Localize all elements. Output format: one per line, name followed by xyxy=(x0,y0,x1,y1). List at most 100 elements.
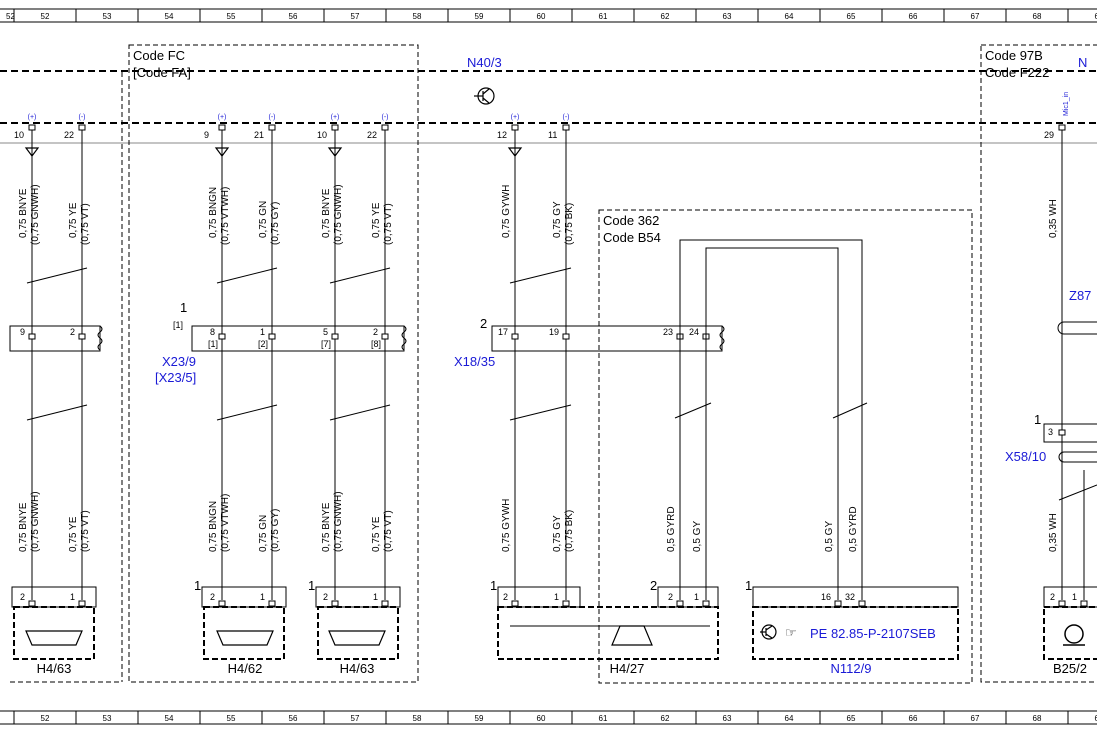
code-362-wiring xyxy=(679,239,863,600)
code-362-box xyxy=(598,209,973,684)
wire-label-lower: 0,5 GY xyxy=(692,521,703,552)
n112-reference-link[interactable]: PE 82.85-P-2107SEB xyxy=(810,626,936,641)
pin-number: 9 xyxy=(204,130,209,140)
pin-terminal xyxy=(676,600,684,607)
ruler-label-top: 63 xyxy=(723,12,732,21)
ruler-label-top: 65 xyxy=(847,12,856,21)
twist-line xyxy=(216,404,278,421)
n40-3-label[interactable]: N40/3 xyxy=(467,55,502,70)
pin-number: 2 xyxy=(373,327,378,337)
ruler-label-bottom: 65 xyxy=(847,714,856,723)
pin-number: 19 xyxy=(549,327,559,337)
twist-line xyxy=(509,267,572,284)
speaker-icon xyxy=(25,630,83,646)
n-partial-label[interactable]: N xyxy=(1078,55,1087,70)
ruler-label-bottom: 59 xyxy=(475,714,484,723)
wire-label-lower: 0,75 BNGN xyxy=(208,501,219,552)
x23-9-label[interactable]: X23/9 xyxy=(162,354,196,369)
ruler-bottom xyxy=(0,710,1097,725)
pin-number: 2 xyxy=(323,592,328,602)
wire-label-upper: 0,75 BNYE xyxy=(321,188,332,238)
twist-line xyxy=(216,267,278,284)
pin-number: 29 xyxy=(1044,130,1054,140)
pin-terminal xyxy=(381,124,389,131)
wire-label-upper-alt: (0,75 VT) xyxy=(383,203,394,245)
ruler-label-bottom: 69 xyxy=(1095,714,1097,723)
ruler-label-top: 52 xyxy=(6,12,15,21)
ruler-label-top: 64 xyxy=(785,12,794,21)
component-label: B25/2 xyxy=(1053,661,1087,676)
pin-number: 1 xyxy=(260,327,265,337)
wire-label-lower: 0,75 GYWH xyxy=(501,499,512,552)
pin-number-alt: [7] xyxy=(321,339,331,349)
x58-10-label[interactable]: X58/10 xyxy=(1005,449,1046,464)
component-label: H4/63 xyxy=(340,661,375,676)
pin-terminal xyxy=(218,124,226,131)
component-num: 2 xyxy=(650,578,657,593)
ruler-label-bottom: 52 xyxy=(41,714,50,723)
ruler-label-bottom: 53 xyxy=(103,714,112,723)
wire-label-upper-alt: (0,75 VTWH) xyxy=(220,187,231,245)
twist-line xyxy=(26,267,88,284)
pin-terminal xyxy=(562,333,570,340)
wire-label-lower: 0,75 YE xyxy=(371,516,382,552)
component-label: H4/62 xyxy=(228,661,263,676)
pin-sign: (-) xyxy=(269,114,276,121)
wire-label-upper: 0,75 GN xyxy=(258,201,269,238)
pin-number-alt: [8] xyxy=(371,339,381,349)
component-label: H4/63 xyxy=(37,661,72,676)
ruler-label-bottom: 57 xyxy=(351,714,360,723)
pin-terminal xyxy=(78,600,86,607)
pin-terminal xyxy=(331,600,339,607)
code-fc-box xyxy=(128,44,419,683)
ruler-top xyxy=(0,8,1097,23)
pin-number: 1 xyxy=(70,592,75,602)
connector-x23-9 xyxy=(191,325,405,352)
code-97b-label: Code 97B xyxy=(985,48,1043,63)
pin-number: 8 xyxy=(210,327,215,337)
ruler-label-top: 57 xyxy=(351,12,360,21)
ruler-label-bottom: 64 xyxy=(785,714,794,723)
wire-label-upper: 0,75 BNYE xyxy=(18,188,29,238)
speaker-box xyxy=(497,606,719,660)
pin-terminal xyxy=(268,124,276,131)
x23-5-label[interactable]: [X23/5] xyxy=(155,370,196,385)
pin-sign: (+) xyxy=(28,114,37,121)
ruler-label-top: 60 xyxy=(537,12,546,21)
ruler-label-top: 69 xyxy=(1095,12,1097,21)
speaker-icon xyxy=(328,630,386,646)
ruler-label-bottom: 60 xyxy=(537,714,546,723)
pin-terminal xyxy=(1058,124,1066,131)
ruler-label-bottom: 56 xyxy=(289,714,298,723)
x18-35-label[interactable]: X18/35 xyxy=(454,354,495,369)
pin-sign: (+) xyxy=(511,114,520,121)
code-fa-label: [Code FA] xyxy=(133,65,191,80)
pin-sign: (-) xyxy=(79,114,86,121)
ruler-label-bottom: 63 xyxy=(723,714,732,723)
ruler-label-top: 53 xyxy=(103,12,112,21)
n112-ref-icons xyxy=(760,624,777,640)
transistor-icon xyxy=(474,87,495,105)
ruler-label-bottom: 62 xyxy=(661,714,670,723)
wire-label-upper-alt: (0,75 BK) xyxy=(564,203,575,245)
pin-sign: (-) xyxy=(382,114,389,121)
speaker-box xyxy=(13,606,95,660)
z87-label[interactable]: Z87 xyxy=(1069,288,1091,303)
pin-terminal xyxy=(562,600,570,607)
pin-terminal xyxy=(78,333,86,340)
pin-number: 11 xyxy=(548,130,557,140)
ruler-label-top: 59 xyxy=(475,12,484,21)
pin-terminal xyxy=(511,124,519,131)
pin-number: 2 xyxy=(1050,592,1055,602)
speaker-box xyxy=(203,606,285,660)
pin-number: 2 xyxy=(668,592,673,602)
code-97b-box xyxy=(980,44,1097,683)
wire-label-upper: 0,35 WH xyxy=(1048,199,1059,238)
ruler-label-bottom: 58 xyxy=(413,714,422,723)
pin-terminal xyxy=(1058,600,1066,607)
wire-label-upper: 0,75 GY xyxy=(552,201,563,238)
pin-number: 2 xyxy=(210,592,215,602)
module-box xyxy=(752,606,959,660)
pin-terminal xyxy=(78,124,86,131)
